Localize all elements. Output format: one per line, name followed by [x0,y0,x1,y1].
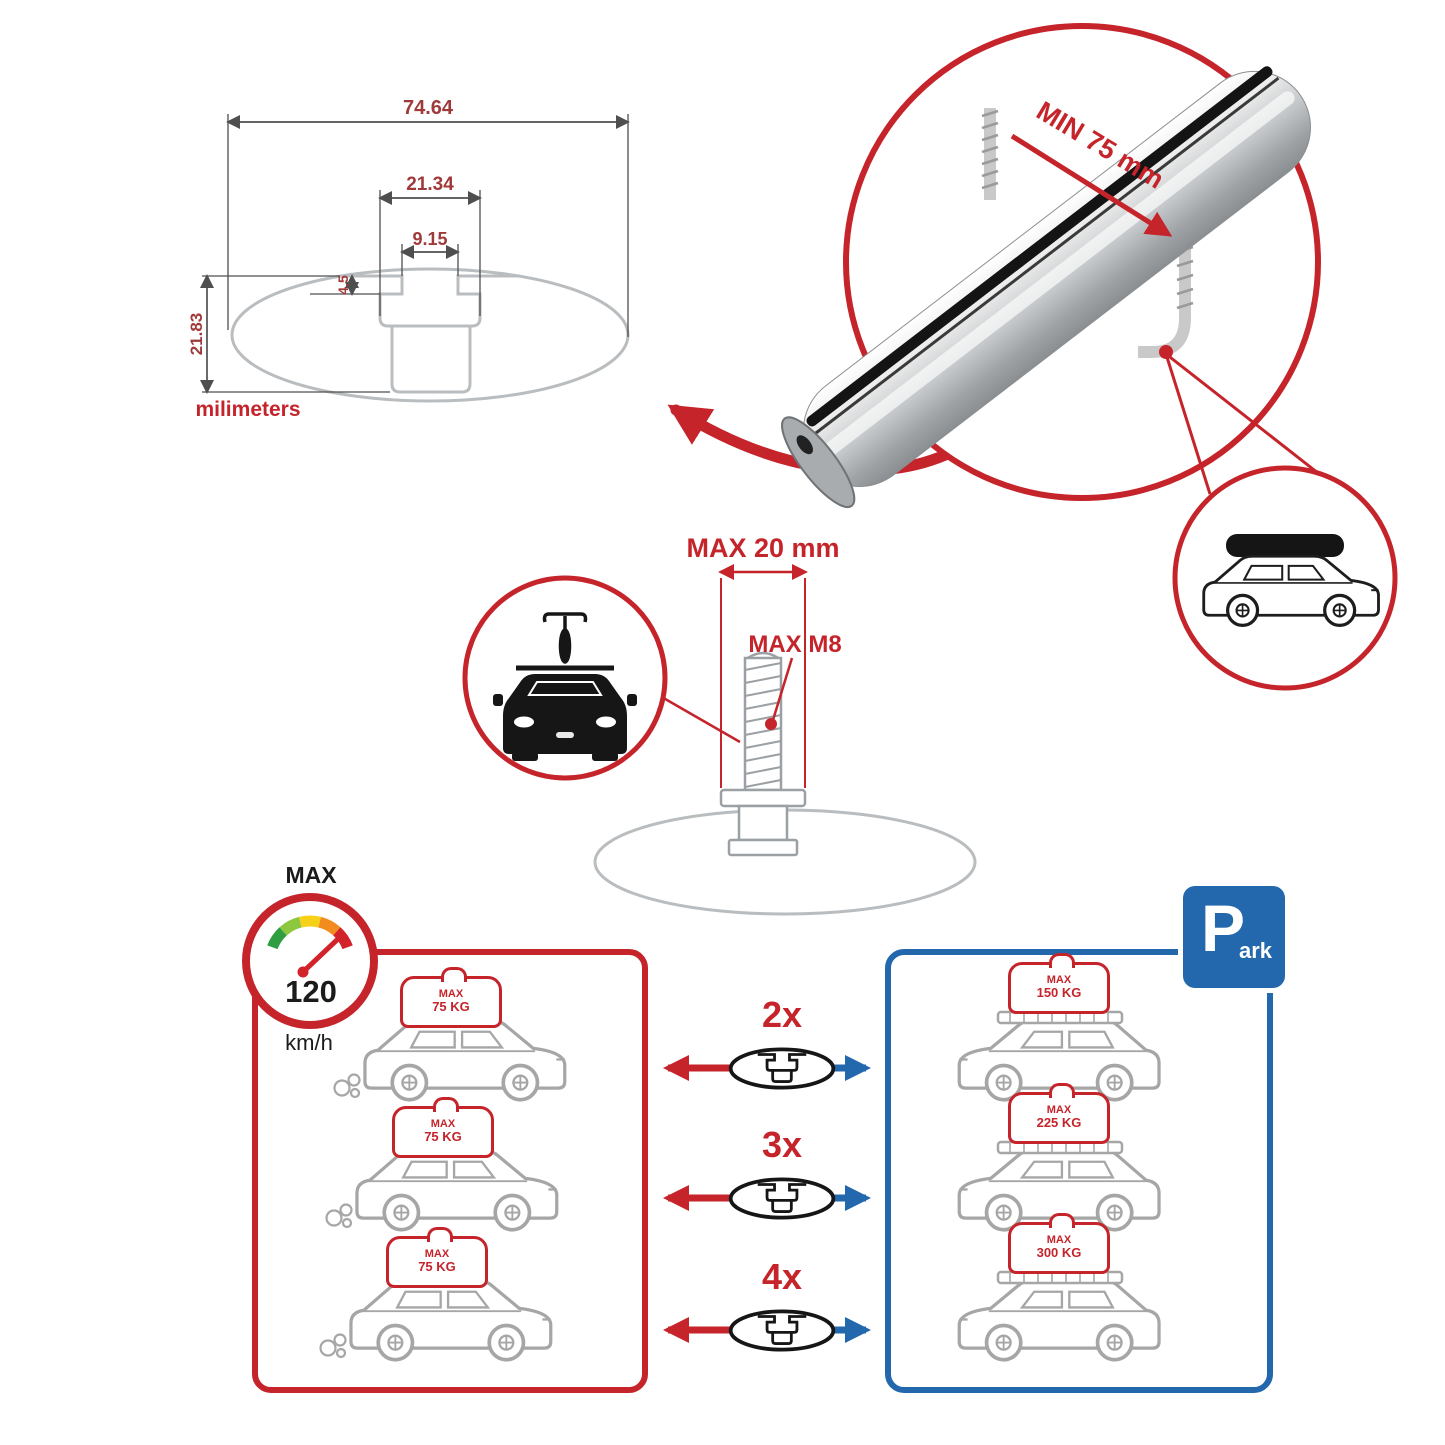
min-gap-arrow [1010,133,1173,237]
bolt-assembly [593,564,977,916]
cross-section-drawing [200,114,630,403]
roof-cargo-max: MAX [438,987,464,1000]
bolt-dimension-lines [718,564,808,788]
roof-cargo-weight: 75 KG [432,999,470,1015]
crossbar-detail-circle [781,23,1333,509]
bar-count-rows [663,1047,871,1352]
roof-cargo-label-right-2: MAX 225 KG [1008,1083,1110,1144]
roof-cargo-max: MAX [1046,1233,1072,1246]
car-front-bike-icon [493,612,637,761]
clamp-u-bolt-icon [981,108,1194,358]
roof-cargo-label-left-3: MAX 75 KG [386,1227,488,1288]
speed-value: 120 [285,974,337,1009]
dim-width-mid: 21.34 [406,174,454,195]
roof-cargo-max: MAX [1046,1103,1072,1116]
bolt-max-length-label: MAX 20 mm [686,533,840,563]
circle-connector-lines [1164,352,1333,495]
bolt-max-thread-label: MAX M8 [748,631,842,658]
speedometer-icon [242,893,378,1029]
thread-point-dot [765,718,777,730]
suv-roofbox-circle [1172,465,1398,691]
units-label: milimeters [195,398,301,421]
roof-cargo-weight: 150 KG [1036,985,1082,1001]
roof-cargo-label-right-3: MAX 300 KG [1008,1213,1110,1274]
car-front-circle [462,575,668,781]
bar-count-2: 3x [761,1124,803,1165]
roof-cargo-weight: 75 KG [424,1129,462,1145]
right-cars [957,1010,1161,1362]
dim-depth-small: 4.5 [335,275,351,295]
parking-suffix: ark [1239,938,1273,963]
roof-cargo-max: MAX [430,1117,456,1130]
speed-max-label: MAX [285,862,337,888]
roof-cargo-weight: 75 KG [418,1259,456,1275]
bolt-icon [719,651,807,857]
dim-width-outer: 74.64 [402,97,454,119]
crossbar-3d-icon [781,66,1312,509]
bar-count-1: 2x [761,994,803,1035]
roof-cargo-max: MAX [1046,973,1072,986]
circle-to-bolt-line [659,694,741,744]
parking-icon: P ark [1183,886,1285,988]
roof-cargo-max: MAX [424,1247,450,1260]
roof-cargo-label-right-1: MAX 150 KG [1008,953,1110,1014]
roof-cargo-weight: 300 KG [1036,1245,1082,1261]
crossbar-profile-channel [340,274,520,328]
dim-height: 21.83 [187,312,206,356]
parking-letter: P [1201,891,1246,965]
roof-cargo-label-left-2: MAX 75 KG [392,1097,494,1158]
dim-width-inner: 9.15 [412,229,448,249]
suv-roofbox-icon [1202,534,1381,627]
roof-cargo-label-left-1: MAX 75 KG [400,967,502,1028]
bar-count-3: 4x [761,1256,803,1297]
dimension-lines [200,114,630,394]
roof-cargo-weight: 225 KG [1036,1115,1082,1131]
speed-unit: km/h [285,1030,333,1055]
